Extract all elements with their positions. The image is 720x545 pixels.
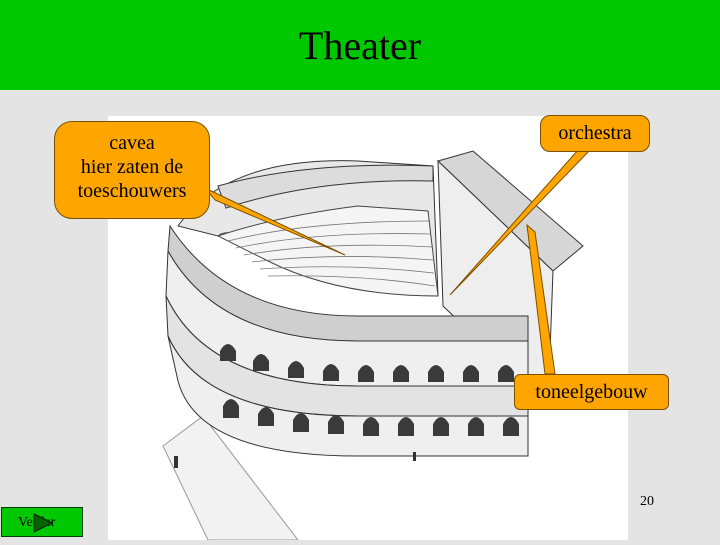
header-bar: Theater	[0, 0, 720, 90]
callout-orchestra: orchestra	[540, 115, 650, 152]
play-arrow-icon	[33, 513, 54, 533]
callout-cavea-line-1: cavea	[109, 132, 155, 154]
page-number: 20	[640, 494, 654, 509]
next-button[interactable]: Verder	[1, 507, 83, 537]
slide-title: Theater	[298, 23, 422, 68]
callout-cavea-line-2: hier zaten de	[80, 156, 184, 178]
callout-cavea: cavea hier zaten de toeschouwers	[54, 121, 210, 219]
callout-cavea-line-3: toeschouwers	[77, 180, 187, 202]
callout-toneelgebouw: toneelgebouw	[514, 374, 669, 410]
